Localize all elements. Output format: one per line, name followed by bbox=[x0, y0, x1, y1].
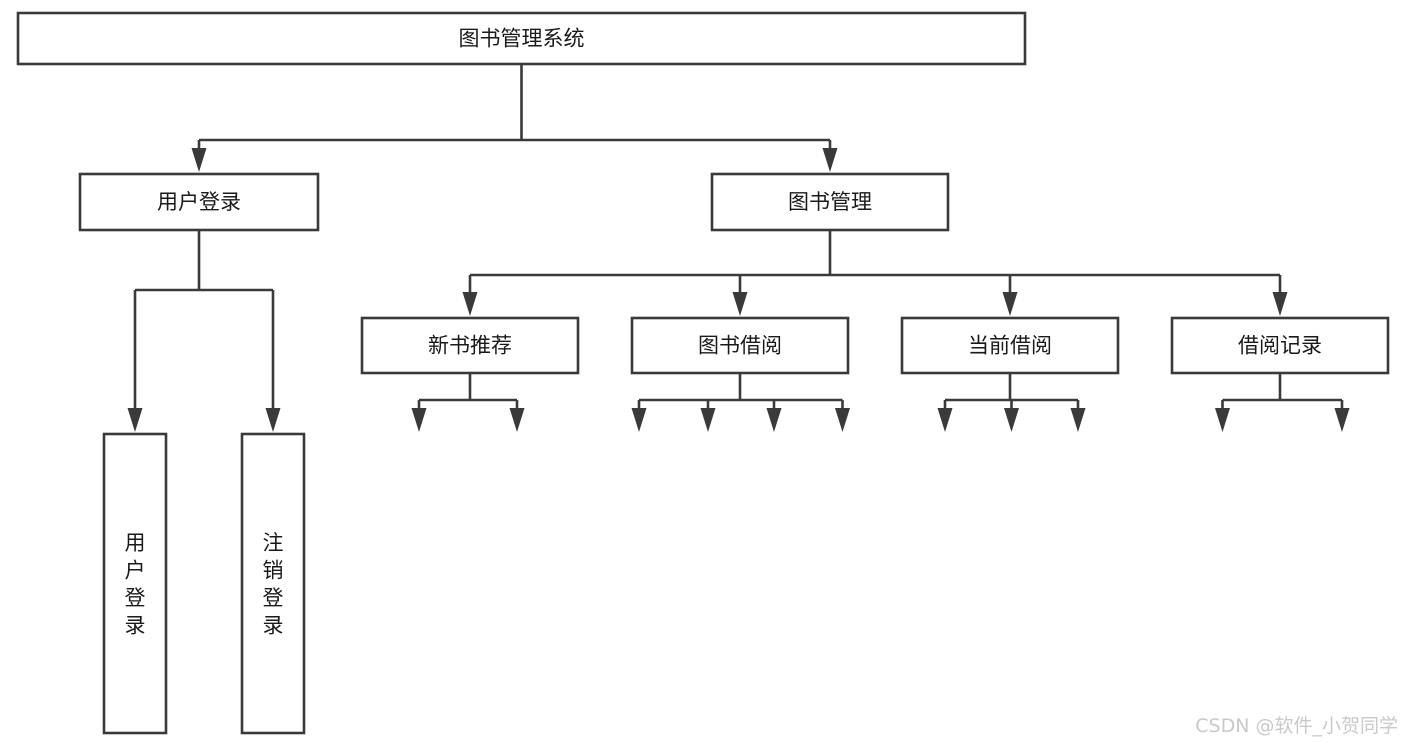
arrow-down-icon-current-query-book bbox=[937, 408, 953, 432]
arrow-down-icon-current-confirm-return bbox=[1070, 408, 1086, 432]
node-book-borrow[interactable]: 图书借阅 bbox=[630, 316, 850, 375]
arrow-down-icon-user-login-leaf bbox=[127, 408, 143, 432]
node-book-manage[interactable]: 图书管理 bbox=[710, 172, 950, 232]
node-box-user-login[interactable] bbox=[78, 172, 320, 232]
connectors-layer bbox=[127, 64, 1350, 432]
arrow-down-icon-borrow-add-book bbox=[700, 408, 716, 432]
arrow-down-icon-borrow-record bbox=[1272, 292, 1288, 316]
arrow-down-icon-borrow-borrow-book bbox=[835, 408, 850, 432]
node-user-login[interactable]: 用户登录 bbox=[78, 172, 320, 232]
node-label-current-borrow: 当前借阅 bbox=[968, 334, 1052, 358]
node-box-current-borrow[interactable] bbox=[900, 316, 1120, 375]
node-label-borrow-record: 借阅记录 bbox=[1238, 334, 1322, 358]
node-new-book-recommend[interactable]: 新书推荐 bbox=[360, 316, 580, 375]
arrow-down-icon-borrow-query-book bbox=[631, 408, 647, 432]
arrow-down-icon-new-book-recommend bbox=[462, 292, 478, 316]
arrow-down-icon-borrow-edit-book bbox=[766, 408, 782, 432]
arrow-down-icon-book-manage bbox=[822, 148, 838, 172]
node-user-login-leaf[interactable]: 用户登录 bbox=[102, 432, 168, 735]
node-box-book-manage[interactable] bbox=[710, 172, 950, 232]
node-box-borrow-record[interactable] bbox=[1170, 316, 1390, 375]
node-label-user-login-leaf: 用户登录 bbox=[125, 531, 146, 638]
node-user-logout-leaf[interactable]: 注销登录 bbox=[240, 432, 306, 735]
arrow-down-icon-book-borrow bbox=[732, 292, 748, 316]
node-box-user-login-leaf[interactable] bbox=[102, 432, 168, 735]
node-label-user-logout-leaf: 注销登录 bbox=[263, 531, 284, 638]
arrow-down-icon-user-login bbox=[191, 148, 207, 172]
node-label-user-login: 用户登录 bbox=[157, 190, 241, 214]
node-label-book-borrow: 图书借阅 bbox=[698, 334, 782, 358]
arrow-down-icon-record-query bbox=[1334, 408, 1350, 432]
node-box-book-borrow[interactable] bbox=[630, 316, 850, 375]
node-current-borrow[interactable]: 当前借阅 bbox=[900, 316, 1120, 375]
arrow-down-icon-user-logout-leaf bbox=[265, 408, 281, 432]
node-label-new-book-recommend: 新书推荐 bbox=[428, 334, 512, 358]
node-borrow-record[interactable]: 借阅记录 bbox=[1170, 316, 1390, 375]
arrow-down-icon-current-return-book bbox=[1004, 408, 1019, 432]
node-box-new-book-recommend[interactable] bbox=[360, 316, 580, 375]
node-root[interactable]: 图书管理系统 bbox=[16, 11, 1027, 66]
nodes-layer: 图书管理系统用户登录用户登录注销登录图书管理新书推荐图书借阅当前借阅借阅记录 bbox=[16, 11, 1390, 735]
node-box-root[interactable] bbox=[16, 11, 1027, 66]
node-box-user-logout-leaf[interactable] bbox=[240, 432, 306, 735]
arrow-down-icon-recommend-query-book bbox=[411, 408, 427, 432]
arrow-down-icon-record-add bbox=[1215, 408, 1230, 432]
arrow-down-icon-current-borrow bbox=[1002, 292, 1018, 316]
node-label-book-manage: 图书管理 bbox=[788, 190, 872, 214]
csdn-watermark: CSDN @软件_小贺同学 bbox=[1195, 715, 1398, 737]
arrow-down-icon-recommend-borrow-book bbox=[509, 408, 525, 432]
node-label-root: 图书管理系统 bbox=[459, 27, 585, 51]
